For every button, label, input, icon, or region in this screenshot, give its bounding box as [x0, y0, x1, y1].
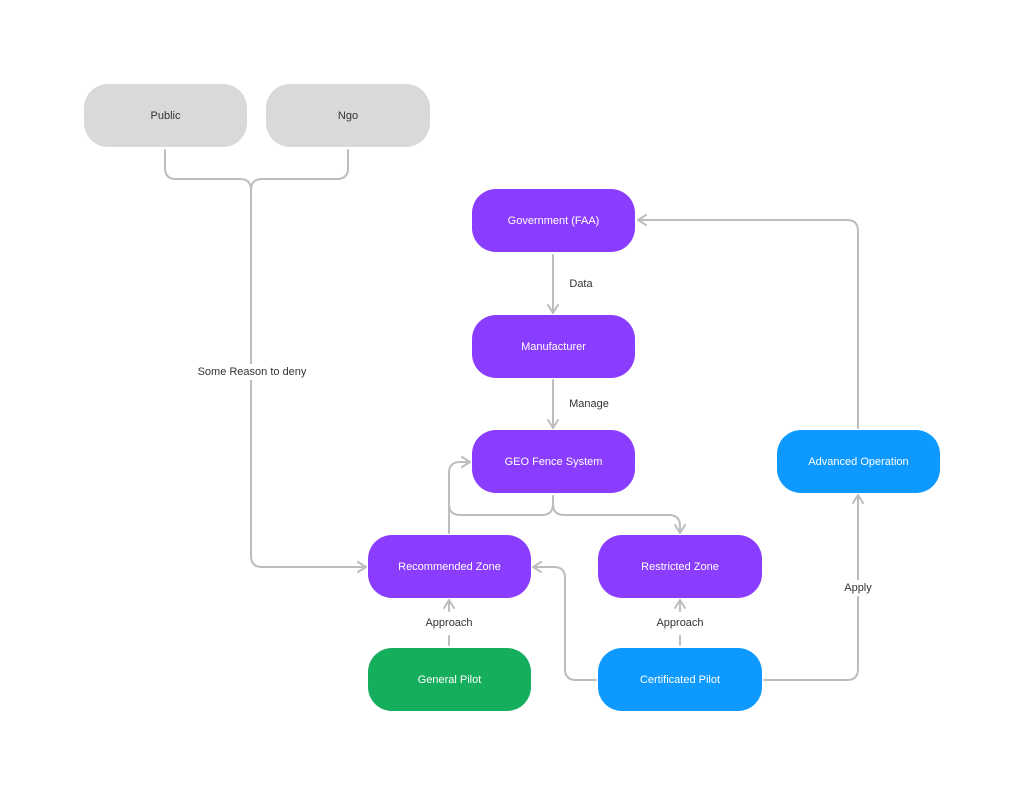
- node-geo-fence-system[interactable]: GEO Fence System: [472, 430, 635, 493]
- connector-geofence-to-restricted: [552, 495, 686, 534]
- connector-certificated-to-recommended: [532, 561, 597, 681]
- node-government[interactable]: Government (FAA): [472, 189, 635, 252]
- edge-label-data: Data: [566, 276, 596, 292]
- node-manufacturer[interactable]: Manufacturer: [472, 315, 635, 378]
- node-certificated-pilot[interactable]: Certificated Pilot: [598, 648, 762, 711]
- edge-label-some-reason: Some Reason to deny: [194, 364, 310, 380]
- edge-label-apply: Apply: [841, 580, 875, 596]
- node-ngo[interactable]: Ngo: [266, 84, 430, 147]
- edge-label-approach-general: Approach: [422, 615, 476, 631]
- node-restricted-zone[interactable]: Restricted Zone: [598, 535, 762, 598]
- node-recommended-zone[interactable]: Recommended Zone: [368, 535, 531, 598]
- edge-label-manage: Manage: [566, 396, 612, 412]
- node-advanced-operation[interactable]: Advanced Operation: [777, 430, 940, 493]
- edge-label-approach-certificated: Approach: [653, 615, 707, 631]
- connector-ngo-to-merge: [250, 149, 349, 191]
- node-general-pilot[interactable]: General Pilot: [368, 648, 531, 711]
- node-public[interactable]: Public: [84, 84, 247, 147]
- connector-recommended-to-geofence: [448, 456, 554, 516]
- connector-certificated-to-advanced: [763, 494, 864, 681]
- connector-advanced-to-government: [637, 214, 859, 429]
- connector-public-to-recommended: [164, 149, 367, 573]
